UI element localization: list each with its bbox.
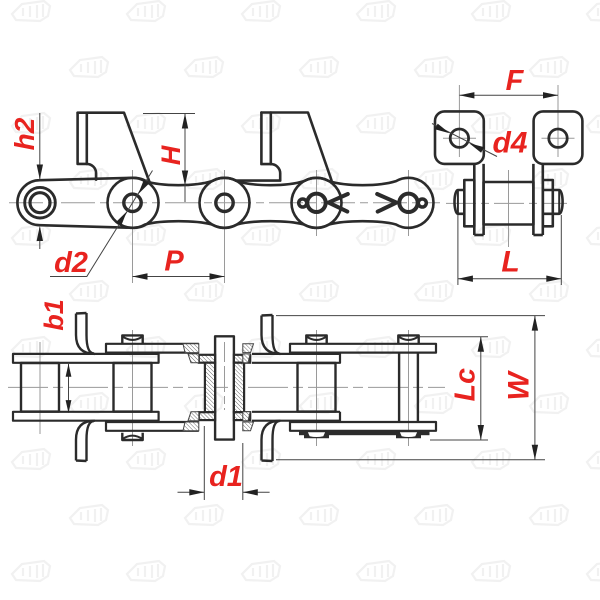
svg-text:d4: d4 — [492, 127, 527, 160]
svg-text:F: F — [506, 65, 525, 97]
svg-text:d2: d2 — [54, 247, 88, 279]
svg-text:L: L — [501, 246, 519, 279]
svg-text:Lc: Lc — [450, 368, 482, 401]
svg-text:H: H — [156, 145, 186, 165]
svg-text:b1: b1 — [39, 299, 69, 331]
svg-text:h2: h2 — [9, 117, 40, 150]
svg-text:P: P — [164, 246, 184, 278]
svg-text:d1: d1 — [209, 461, 243, 493]
svg-text:W: W — [503, 370, 536, 401]
